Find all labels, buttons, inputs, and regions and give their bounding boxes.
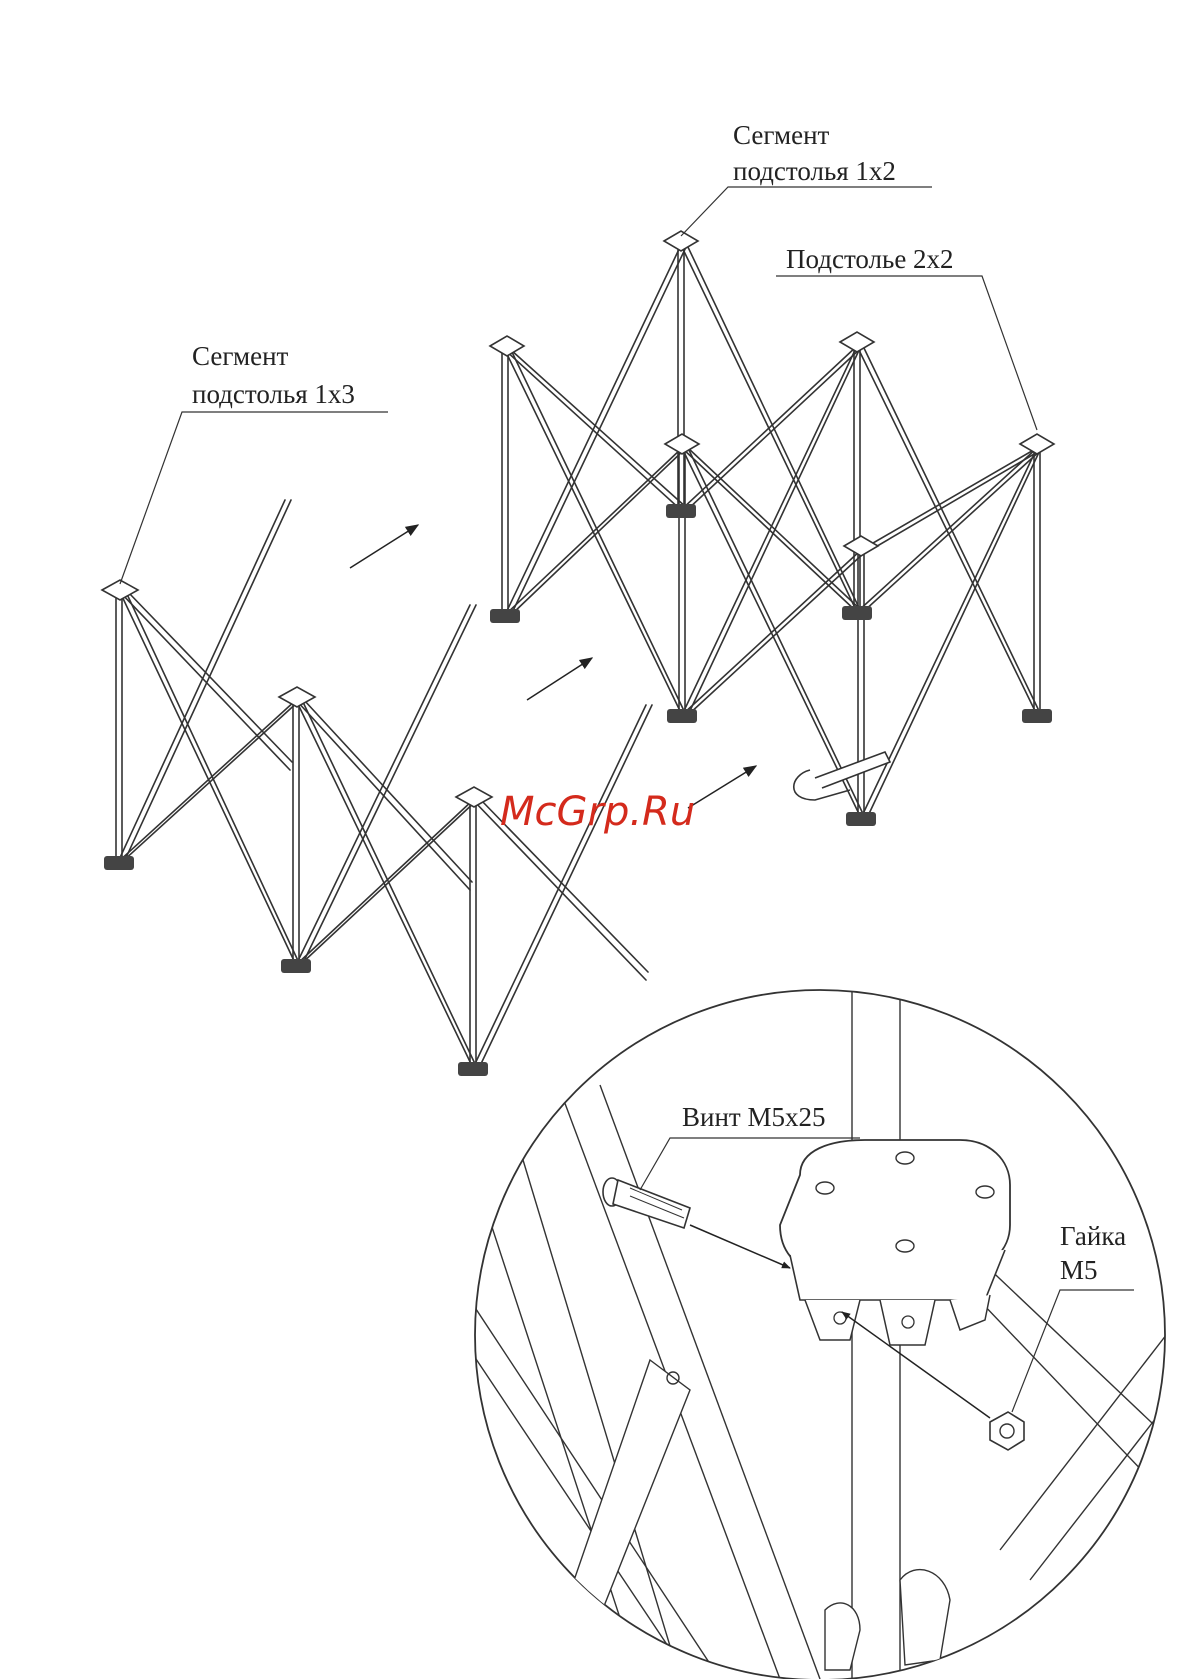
segment-1x2-leader [681,187,932,236]
nut-label-line1: Гайка [1060,1221,1126,1251]
connector-plate [780,1140,1010,1270]
base-2x2-label: Подстолье 2х2 [786,244,954,274]
direction-arrow-1 [350,525,418,568]
base-2x2-frame [490,231,1054,826]
direction-arrow-2 [527,658,592,700]
direction-arrow-3 [688,766,756,808]
screw-label: Винт М5х25 [682,1102,825,1132]
segment-1x3-frame [102,500,652,1076]
watermark-text: McGrp.Ru [500,789,695,835]
nut-label-line2: М5 [1060,1255,1098,1285]
segment-1x2-label-line2: подстолья 1х2 [733,156,896,186]
detail-view: Винт М5х25 Гайка М5 [470,985,1170,1679]
segment-1x2-label-line1: Сегмент [733,120,830,150]
segment-1x3-leader [120,412,388,584]
segment-1x3-label-line1: Сегмент [192,341,289,371]
base-2x2-leader [776,276,1037,430]
segment-1x3-label-line2: подстолья 1х3 [192,379,355,409]
